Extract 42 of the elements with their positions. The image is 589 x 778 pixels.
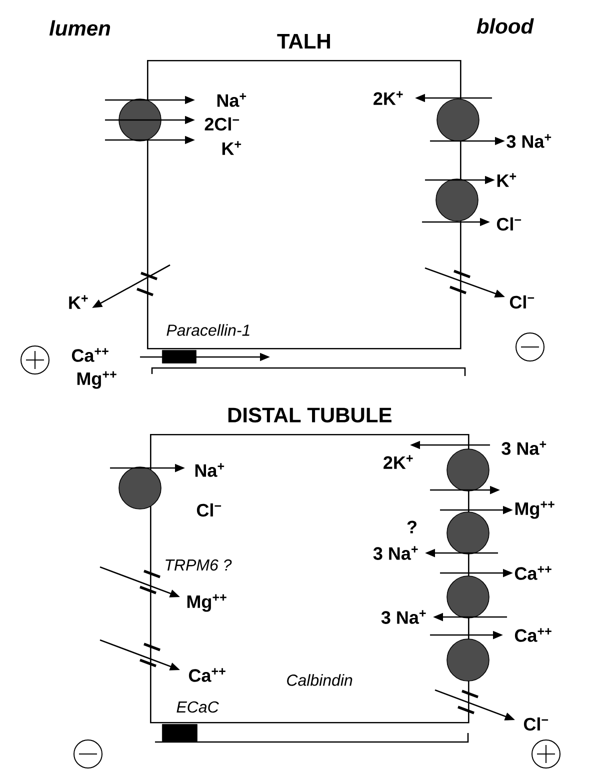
junction-block: [162, 350, 196, 364]
ion-label: 2K$^{+}$: [384, 455, 413, 469]
protein-label: TRPM6 ?: [166, 559, 232, 571]
junction-block: [162, 724, 198, 742]
ion-label: Ca$^{++}$: [188, 668, 226, 682]
ion-label: 3 Na$^{+}$: [381, 610, 426, 624]
ion-label: Na$^{+}$: [195, 463, 224, 477]
protein-label: Paracellin-1: [166, 324, 250, 336]
ion-label: Ca$^{++}$: [514, 566, 552, 580]
transporter-circle: [446, 448, 490, 492]
ion-label: Ca$^{++}$: [514, 628, 552, 642]
ion-label: K$^{+}$: [497, 173, 516, 187]
protein-label: Calbindin: [287, 674, 352, 686]
ion-label: Mg$^{++}$: [515, 501, 554, 519]
protein-label: ECaC: [176, 701, 219, 713]
transporter-circle: [446, 576, 490, 618]
ion-label: 3 Na$^{+}$: [502, 441, 546, 455]
ion-label: Cl$^{−}$: [524, 717, 548, 731]
transporter-circle: [118, 466, 162, 510]
ion-label: 2Cl$^{−}$: [204, 117, 240, 131]
transporter-circle: [118, 98, 162, 142]
transporter-circle: [446, 638, 490, 682]
node-label: DISTAL TUBULE: [228, 408, 392, 422]
ion-label: ?: [407, 520, 416, 534]
side-label: lumen: [49, 20, 110, 36]
ion-label: Cl$^{−}$: [510, 295, 534, 309]
transporter-circle: [436, 178, 478, 222]
ion-label: Ca$^{++}$: [72, 348, 108, 362]
ion-label: Cl$^{−}$: [496, 217, 522, 231]
transporter-circle: [446, 512, 490, 554]
ion-label: Mg$^{++}$: [77, 371, 116, 389]
side-label: blood: [476, 18, 534, 34]
ion-label: K$^{+}$: [222, 141, 242, 155]
ion-label: Cl$^{−}$: [196, 503, 222, 517]
ion-label: K$^{+}$: [69, 295, 88, 309]
node-label: TALH: [277, 34, 330, 48]
ion-label: 2K$^{+}$: [374, 91, 403, 105]
transporter-circle: [436, 98, 480, 142]
ion-label: 3 Na$^{+}$: [373, 546, 418, 560]
ion-label: 3 Na$^{+}$: [506, 134, 552, 148]
ion-label: Na$^{+}$: [217, 93, 246, 107]
ion-label: Mg$^{++}$: [187, 594, 226, 612]
